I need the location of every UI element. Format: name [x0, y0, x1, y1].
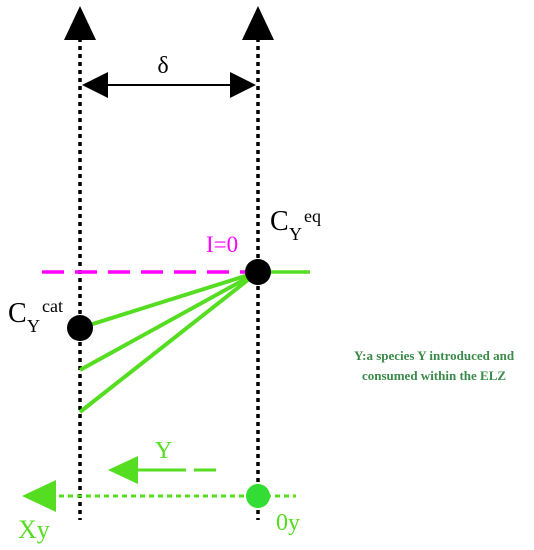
- note-line-2: consumed within the ELZ: [362, 368, 506, 383]
- c-cat-base: C: [8, 298, 27, 329]
- c-cat-subscript: Y: [27, 316, 40, 336]
- y-arrow-label: Y: [155, 438, 172, 464]
- left-boundary-arrowhead: [64, 6, 96, 40]
- xy-label: Xy: [18, 515, 50, 544]
- profile-line-1: [79, 270, 259, 330]
- delta-arrowhead-right: [230, 72, 256, 98]
- profile-line-3: [78, 270, 260, 414]
- bottom-arrowhead: [22, 480, 56, 512]
- i-zero-label: I=0: [206, 232, 238, 257]
- delta-arrowhead-left: [82, 72, 108, 98]
- origin-point: [246, 484, 270, 508]
- y-arrowhead: [108, 456, 138, 484]
- right-boundary-arrowhead: [242, 6, 274, 40]
- c-cat-point: [67, 315, 93, 341]
- delta-label: δ: [157, 53, 168, 79]
- c-cat-superscript: cat: [42, 296, 63, 316]
- c-eq-base: C: [270, 206, 289, 237]
- c-eq-point: [245, 259, 271, 285]
- zero-y-label: 0y: [276, 510, 300, 536]
- profile-line-2: [79, 270, 259, 372]
- note-line-1: Y:a species Y introduced and: [354, 348, 515, 363]
- c-eq-superscript: eq: [304, 206, 321, 226]
- c-eq-subscript: Y: [289, 224, 302, 244]
